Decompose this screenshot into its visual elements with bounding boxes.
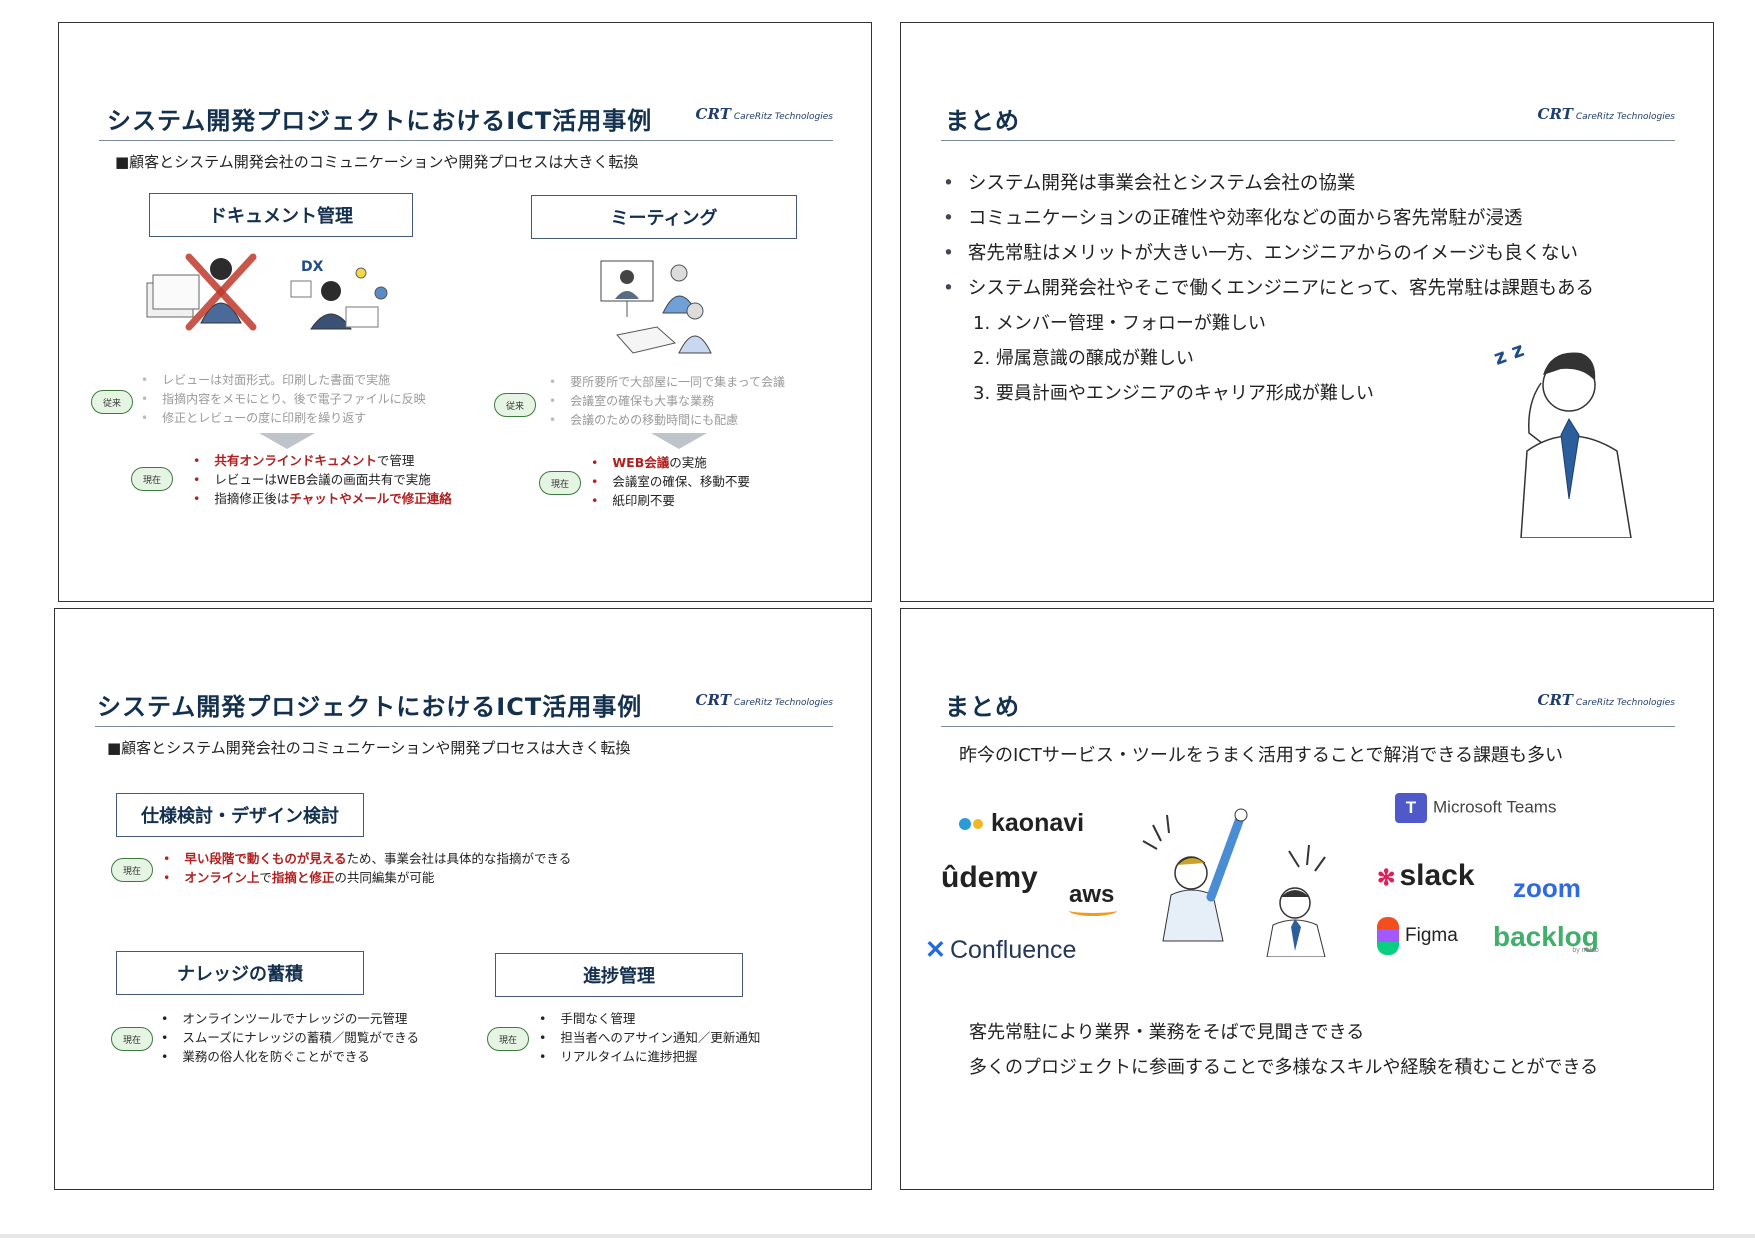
bottom-text: 客先常駐により業界・業務をそばで見聞きできる 多くのプロジェクトに参画することで… bbox=[969, 1015, 1598, 1085]
title-divider bbox=[99, 140, 833, 141]
slide-title: システム開発プロジェクトにおけるICT活用事例 bbox=[97, 693, 643, 721]
kaonavi-logo: kaonavi bbox=[959, 809, 1084, 838]
logo-text: CareRitz Technologies bbox=[1575, 112, 1675, 122]
logo-text: CareRitz Technologies bbox=[733, 112, 833, 122]
doc-before-list: レビューは対面形式。印刷した書面で実施 指摘内容をメモにとり、後で電子ファイルに… bbox=[141, 371, 426, 428]
heading-knowledge: ナレッジの蓄積 bbox=[116, 951, 364, 995]
title-divider bbox=[941, 140, 1675, 141]
list-item: 会議室の確保、移動不要 bbox=[591, 472, 750, 491]
zoom-logo: zoom bbox=[1513, 873, 1581, 903]
logo-text: CareRitz Technologies bbox=[1575, 698, 1675, 708]
udemy-logo: ûdemy bbox=[941, 861, 1038, 894]
text-line: 客先常駐により業界・業務をそばで見聞きできる bbox=[969, 1022, 1365, 1043]
list-item: 早い段階で動くものが見えるため、事業会社は具体的な指摘ができる bbox=[163, 849, 571, 868]
aws-logo: aws bbox=[1069, 881, 1117, 916]
list-item: オンラインツールでナレッジの一元管理 bbox=[161, 1009, 419, 1028]
logo-mark: CRT bbox=[695, 691, 731, 709]
badge-now: 現在 bbox=[539, 471, 581, 495]
lead-text: 昨今のICTサービス・ツールをうまく活用することで解消できる課題も多い bbox=[959, 745, 1563, 766]
document-management-illustration: DX bbox=[146, 253, 388, 331]
slide-title: まとめ bbox=[945, 107, 1020, 135]
list-item: オンライン上で指摘と修正の共同編集が可能 bbox=[163, 868, 571, 887]
logo-mark: CRT bbox=[1537, 691, 1573, 709]
badge-now: 現在 bbox=[487, 1027, 529, 1051]
logo-mark: CRT bbox=[695, 105, 731, 123]
knowledge-now-list: オンラインツールでナレッジの一元管理 スムーズにナレッジの蓄積／閲覧ができる 業… bbox=[161, 1009, 419, 1066]
logo-mark: CRT bbox=[1537, 105, 1573, 123]
list-item: システム開発会社やそこで働くエンジニアにとって、客先常駐は課題もある bbox=[943, 271, 1594, 306]
meet-now-list: WEB会議の実施 会議室の確保、移動不要 紙印刷不要 bbox=[591, 453, 750, 510]
list-item: 2. 帰属意識の醸成が難しい bbox=[973, 348, 1194, 369]
list-item: 会議室の確保も大事な業務 bbox=[549, 392, 785, 411]
list-item: 担当者へのアサイン通知／更新通知 bbox=[539, 1028, 760, 1047]
list-item: 修正とレビューの度に印刷を繰り返す bbox=[141, 409, 426, 428]
summary-bullets: システム開発は事業会社とシステム会社の協業 コミュニケーションの正確性や効率化な… bbox=[943, 166, 1594, 306]
list-item: リアルタイムに進捗把握 bbox=[539, 1047, 760, 1066]
confluence-logo: ✕Confluence bbox=[925, 936, 1077, 964]
doc-now-list: 共有オンラインドキュメントで管理 レビューはWEB会議の画面共有で実施 指摘修正… bbox=[193, 451, 452, 508]
dx-label: DX bbox=[301, 259, 324, 275]
badge-before: 従来 bbox=[91, 390, 133, 414]
down-arrow-icon bbox=[651, 433, 707, 449]
slide-title: システム開発プロジェクトにおけるICT活用事例 bbox=[107, 107, 653, 135]
list-item: WEB会議の実施 bbox=[591, 453, 750, 472]
list-item: レビューはWEB会議の画面共有で実施 bbox=[193, 470, 452, 489]
text-line: 多くのプロジェクトに参画することで多様なスキルや経験を積むことができる bbox=[969, 1057, 1599, 1078]
list-item: 3. 要員計画やエンジニアのキャリア形成が難しい bbox=[973, 383, 1374, 404]
issues-numbered-list: 1. メンバー管理・フォローが難しい 2. 帰属意識の醸成が難しい 3. 要員計… bbox=[973, 306, 1374, 411]
down-arrow-icon bbox=[259, 433, 315, 449]
heading-meeting: ミーティング bbox=[531, 195, 797, 239]
list-item: 会議のための移動時間にも配慮 bbox=[549, 411, 785, 430]
title-divider bbox=[941, 726, 1675, 727]
slide-subtitle: ■顧客とシステム開発会社のコミュニケーションや開発プロセスは大きく転換 bbox=[107, 739, 631, 757]
list-item: 手間なく管理 bbox=[539, 1009, 760, 1028]
list-item: 要所要所で大部屋に一同で集まって会議 bbox=[549, 373, 785, 392]
meeting-illustration bbox=[600, 260, 712, 354]
figma-logo: Figma bbox=[1377, 917, 1458, 955]
progress-now-list: 手間なく管理 担当者へのアサイン通知／更新通知 リアルタイムに進捗把握 bbox=[539, 1009, 760, 1066]
meet-before-list: 要所要所で大部屋に一同で集まって会議 会議室の確保も大事な業務 会議のための移動… bbox=[549, 373, 785, 430]
slide-title: まとめ bbox=[945, 693, 1020, 721]
badge-now: 現在 bbox=[111, 1027, 153, 1051]
heading-document-management: ドキュメント管理 bbox=[149, 193, 413, 237]
list-item: システム開発は事業会社とシステム会社の協業 bbox=[943, 166, 1594, 201]
list-item: 共有オンラインドキュメントで管理 bbox=[193, 451, 452, 470]
heading-spec-design: 仕様検討・デザイン検討 bbox=[116, 793, 364, 837]
list-item: コミュニケーションの正確性や効率化などの面から客先常駐が浸透 bbox=[943, 201, 1594, 236]
badge-before: 従来 bbox=[494, 393, 536, 417]
list-item: 客先常駐はメリットが大きい一方、エンジニアからのイメージも良くない bbox=[943, 236, 1594, 271]
scan-edge bbox=[0, 1234, 1755, 1238]
slack-logo: ✻slack bbox=[1377, 859, 1475, 892]
backlog-logo: backlog by nulab bbox=[1493, 921, 1599, 954]
list-item: 指摘修正後はチャットやメールで修正連絡 bbox=[193, 489, 451, 508]
list-item: スムーズにナレッジの蓄積／閲覧ができる bbox=[161, 1028, 419, 1047]
list-item: レビューは対面形式。印刷した書面で実施 bbox=[141, 371, 426, 390]
logo-text: CareRitz Technologies bbox=[733, 698, 833, 708]
list-item: 指摘内容をメモにとり、後で電子ファイルに反映 bbox=[141, 390, 426, 409]
badge-now: 現在 bbox=[131, 467, 173, 491]
svg-text:z z: z z bbox=[1491, 337, 1527, 370]
slide-subtitle: ■顧客とシステム開発会社のコミュニケーションや開発プロセスは大きく転換 bbox=[115, 153, 639, 171]
list-item: 業務の俗人化を防ぐことができる bbox=[161, 1047, 419, 1066]
heading-progress: 進捗管理 bbox=[495, 953, 743, 997]
title-divider bbox=[95, 726, 833, 727]
troubled-engineer-illustration: z z bbox=[1491, 337, 1632, 538]
list-item: 1. メンバー管理・フォローが難しい bbox=[973, 313, 1266, 334]
spec-now-list: 早い段階で動くものが見えるため、事業会社は具体的な指摘ができる オンライン上で指… bbox=[163, 849, 571, 887]
list-item: 紙印刷不要 bbox=[591, 491, 750, 510]
celebrating-people-illustration bbox=[1142, 808, 1326, 957]
badge-now: 現在 bbox=[111, 858, 153, 882]
